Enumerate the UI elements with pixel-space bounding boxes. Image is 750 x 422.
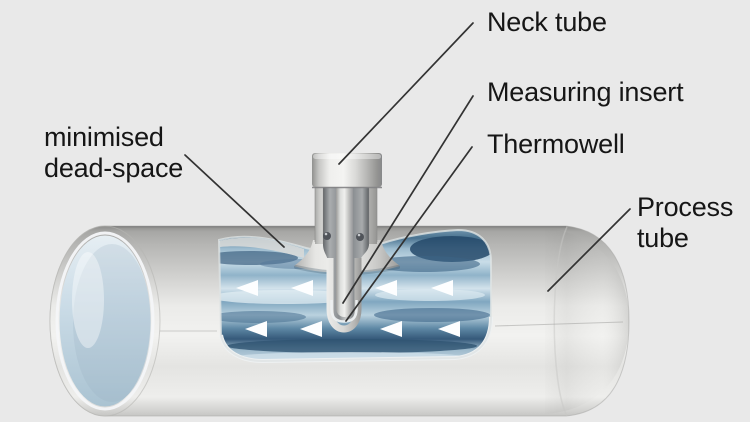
leader-measuring-insert [342,95,474,304]
pipe-cap-seam [553,226,568,417]
leader-neck-tube [338,22,474,165]
flow-arrow-icon [245,321,267,337]
neck-cap [312,153,382,187]
pipe-opening [49,225,161,417]
flow-arrow-icon [438,321,460,337]
label-dead-space: minimised dead-space [44,122,184,183]
thermowell-tube [326,258,362,333]
flow-arrow-icon [236,280,258,296]
measuring-insert-rod [336,186,353,317]
screw-highlight [357,233,361,237]
flow-arrows [236,280,460,337]
leader-process-tube [547,208,631,292]
label-process-tube: Process tube [637,192,734,253]
pipe-seam-right [494,321,624,327]
label-measuring-insert: Measuring insert [487,77,684,107]
leader-dead-space [184,154,285,248]
pipe-bore [59,235,151,407]
neck-tube-assembly [294,153,400,333]
window-rim [217,228,492,363]
thermowell-tip-rim [330,300,358,323]
flow-arrow-icon [300,321,322,337]
flow-arrow-icon [431,280,453,296]
leader-lines [184,22,631,322]
screw-highlight [324,232,328,236]
label-neck-tube: Neck tube [487,7,607,37]
flow-arrow-icon [380,321,402,337]
leader-thermowell [345,146,473,322]
flow-arrow-icon [375,280,397,296]
label-thermowell: Thermowell [487,129,625,159]
flow-arrow-icon [291,280,313,296]
pipe-end-cap-shading [545,228,629,414]
